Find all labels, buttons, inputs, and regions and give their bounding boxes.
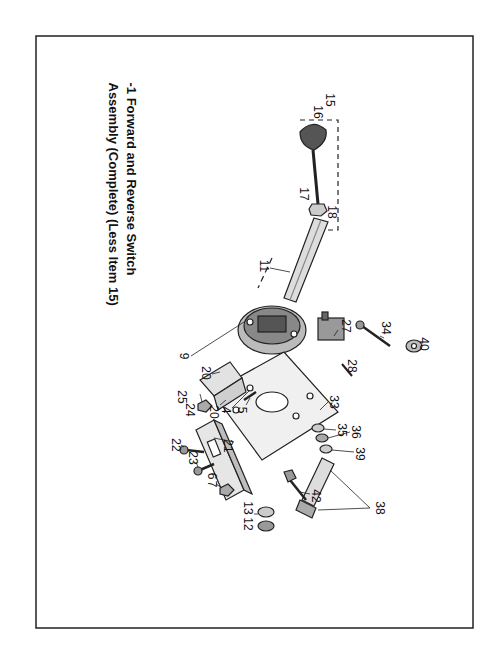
leader-lines (181, 268, 414, 514)
callout-number: 13 (242, 501, 254, 514)
callout-number: 11 (258, 260, 270, 272)
callout-number: 20 (200, 366, 212, 379)
callout-number: 34 (380, 321, 392, 334)
callout-number: 18 (326, 205, 338, 218)
callout-number: 16 (312, 105, 324, 118)
callout-number: 23 (187, 451, 199, 464)
callout-number: 20 (208, 405, 220, 418)
callout-number: 28 (346, 359, 358, 372)
callout-number: 7 (206, 481, 218, 488)
callout-number: 35 (336, 423, 348, 436)
callout-number: 24 (184, 403, 196, 416)
callout-number: 22 (170, 438, 182, 451)
callout-number: 4 (220, 407, 232, 414)
callout-number: 40 (418, 337, 430, 350)
callout-number: 12 (242, 517, 254, 530)
callout-number: 25 (176, 390, 188, 403)
callout-number: 5 (236, 407, 248, 414)
callout-number: 6 (206, 473, 218, 480)
page-frame (36, 36, 473, 628)
callout-number: 42 (310, 489, 322, 502)
exploded-parts (180, 120, 422, 531)
callout-number: 21 (222, 439, 234, 452)
callout-number: 39 (354, 447, 366, 460)
callout-number: 33 (328, 395, 340, 408)
callout-number: 38 (374, 501, 386, 514)
callout-number: 17 (298, 187, 310, 200)
figure-title: -1 Forward and Reverse Switch Assembly (… (104, 83, 139, 318)
callout-number: 15 (324, 93, 336, 106)
callout-number: 36 (350, 425, 362, 438)
callout-number: 27 (340, 319, 352, 332)
callout-number: 9 (178, 353, 190, 360)
